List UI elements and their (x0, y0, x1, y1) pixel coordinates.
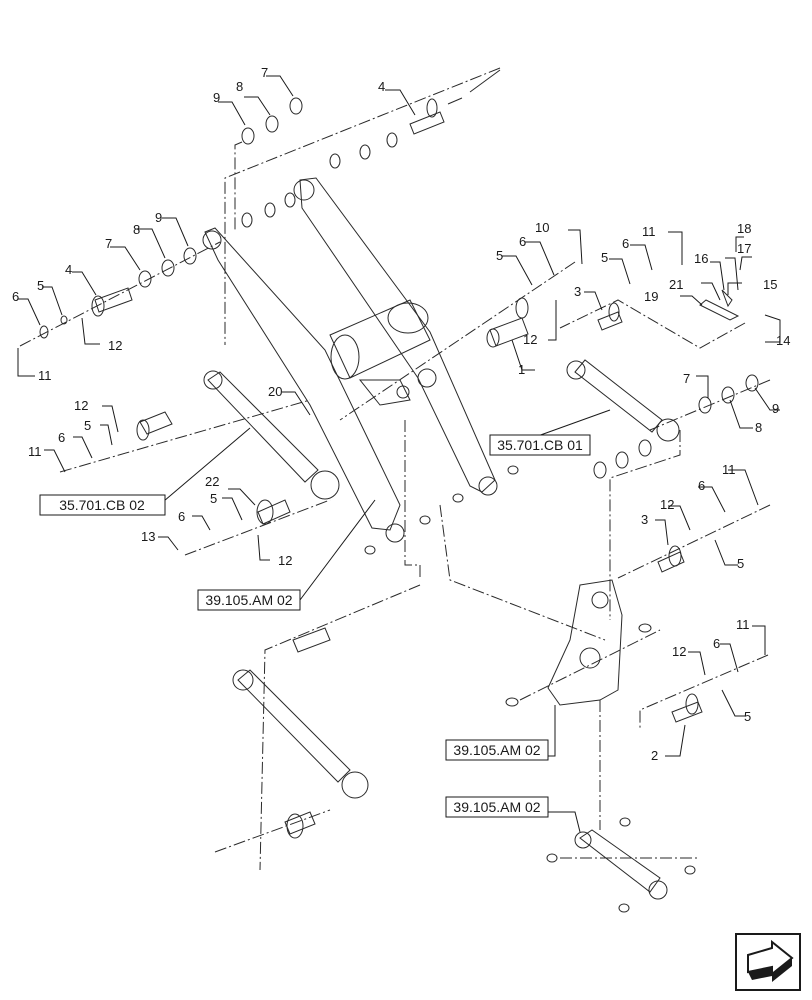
callout-label: 7 (261, 65, 268, 80)
callout-label: 11 (642, 224, 656, 239)
callout-label: 13 (141, 529, 155, 544)
callout-label: 5 (37, 278, 44, 293)
callout-label: 12 (74, 398, 88, 413)
callout-label: 5 (496, 248, 503, 263)
callout-label: 19 (644, 289, 658, 304)
callout-label: 6 (713, 636, 720, 651)
callout-label: 12 (278, 553, 292, 568)
callout-label: 5 (744, 709, 751, 724)
callout-label: 9 (772, 401, 779, 416)
callout-label: 6 (12, 289, 19, 304)
callout-label: 21 (669, 277, 683, 292)
reference-box-39105am02-b[interactable]: 39.105.AM 02 (445, 739, 549, 761)
callout-label: 9 (213, 90, 220, 105)
callout-labels: 7 8 9 4 9 8 7 4 5 6 12 11 10 6 5 12 1 5 … (12, 65, 790, 763)
callout-label: 10 (535, 220, 549, 235)
callout-label: 7 (105, 236, 112, 251)
callout-label: 12 (660, 497, 674, 512)
callout-label: 6 (58, 430, 65, 445)
reference-label[interactable]: 39.105.AM 02 (453, 742, 540, 758)
callout-label: 11 (722, 462, 736, 477)
reference-label[interactable]: 39.105.AM 02 (453, 799, 540, 815)
callout-label: 16 (694, 251, 708, 266)
callout-label: 5 (84, 418, 91, 433)
callout-label: 15 (763, 277, 777, 292)
callout-label: 12 (672, 644, 686, 659)
callout-label: 12 (523, 332, 537, 347)
parts (39, 69, 759, 913)
callout-label: 6 (519, 234, 526, 249)
callout-label: 18 (737, 221, 751, 236)
reference-box-39105am02-c[interactable]: 39.105.AM 02 (445, 796, 549, 818)
callout-label: 11 (736, 617, 750, 632)
reference-box-35701cb01[interactable]: 35.701.CB 01 (489, 434, 591, 456)
callout-label: 8 (236, 79, 243, 94)
callout-label: 11 (38, 368, 52, 383)
callout-label: 22 (205, 474, 219, 489)
callout-label: 20 (268, 384, 282, 399)
callout-label: 3 (574, 284, 581, 299)
leader-lines (17, 75, 781, 833)
reference-label[interactable]: 39.105.AM 02 (205, 592, 292, 608)
callout-label: 4 (65, 262, 72, 277)
reference-label[interactable]: 35.701.CB 02 (59, 497, 145, 513)
callout-label: 6 (178, 509, 185, 524)
callout-label: 8 (755, 420, 762, 435)
reference-label[interactable]: 35.701.CB 01 (497, 437, 583, 453)
callout-label: 5 (737, 556, 744, 571)
callout-label: 5 (210, 491, 217, 506)
callout-label: 6 (622, 236, 629, 251)
callout-label: 1 (518, 362, 525, 377)
next-page-arrow-icon[interactable] (735, 933, 801, 991)
callout-label: 14 (776, 333, 790, 348)
callout-label: 8 (133, 222, 140, 237)
reference-box-35701cb02[interactable]: 35.701.CB 02 (39, 494, 166, 516)
callout-label: 7 (683, 371, 690, 386)
callout-label: 9 (155, 210, 162, 225)
callout-label: 6 (698, 478, 705, 493)
callout-label: 4 (378, 79, 385, 94)
reference-box-39105am02-a[interactable]: 39.105.AM 02 (197, 589, 301, 611)
callout-label: 12 (108, 338, 122, 353)
callout-label: 5 (601, 250, 608, 265)
callout-label: 3 (641, 512, 648, 527)
callout-label: 11 (28, 444, 42, 459)
centerlines (19, 67, 771, 871)
callout-label: 2 (651, 748, 658, 763)
callout-label: 17 (737, 241, 751, 256)
